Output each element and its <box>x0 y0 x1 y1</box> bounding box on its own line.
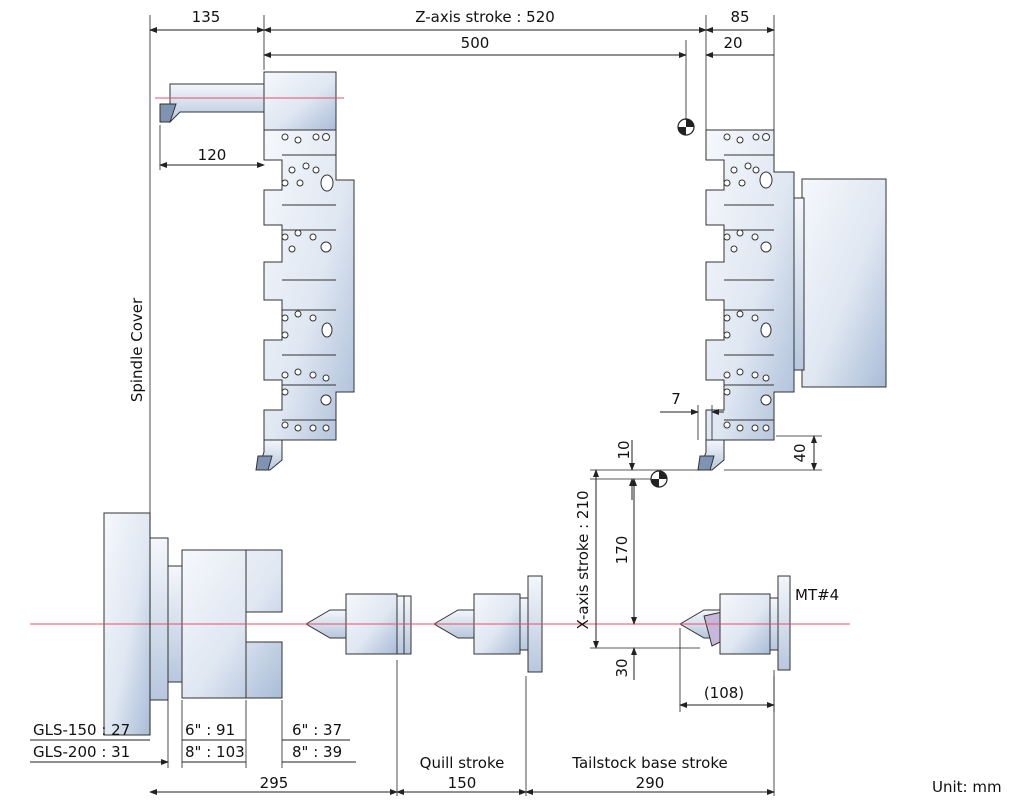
right-turret <box>697 129 887 471</box>
dim-108-label: (108) <box>704 684 744 702</box>
left-turret <box>155 71 355 471</box>
chuck-6in-91-label: 6" : 91 <box>185 721 235 739</box>
tailstock-base-stroke-label: Tailstock base stroke <box>571 754 727 772</box>
chuck-8in-103-label: 8" : 103 <box>185 743 245 761</box>
x-axis-stroke-label: X-axis stroke : 210 <box>574 490 592 629</box>
mt4-label: MT#4 <box>795 586 839 604</box>
quill-stroke-label: Quill stroke <box>420 754 505 772</box>
dim-85-label: 85 <box>730 8 749 26</box>
tailstock <box>679 575 791 671</box>
gls200-label: GLS-200 : 31 <box>33 743 130 761</box>
unit-label: Unit: mm <box>932 778 1002 796</box>
reference-point-bottom <box>650 470 668 488</box>
dim-7-label: 7 <box>671 390 681 408</box>
dim-150-label: 150 <box>448 774 477 792</box>
gls150-label: GLS-150 : 27 <box>33 721 130 739</box>
dim-135-label: 135 <box>192 8 221 26</box>
dimension-lines <box>30 15 822 796</box>
dim-290-label: 290 <box>636 774 665 792</box>
dim-170-label: 170 <box>613 536 631 565</box>
dim-500-label: 500 <box>461 34 490 52</box>
spindle-cover-label: Spindle Cover <box>128 297 146 402</box>
reference-point-top <box>677 118 695 136</box>
dim-10-label: 10 <box>615 440 633 459</box>
chuck-6in-37-label: 6" : 37 <box>292 721 342 739</box>
dim-295-label: 295 <box>260 774 289 792</box>
dim-30-label: 30 <box>613 658 631 677</box>
dim-20-label: 20 <box>723 34 742 52</box>
chuck-8in-39-label: 8" : 39 <box>292 743 342 761</box>
dim-120-label: 120 <box>198 146 227 164</box>
z-axis-stroke-label: Z-axis stroke : 520 <box>415 8 555 26</box>
dim-40-label: 40 <box>791 443 809 462</box>
